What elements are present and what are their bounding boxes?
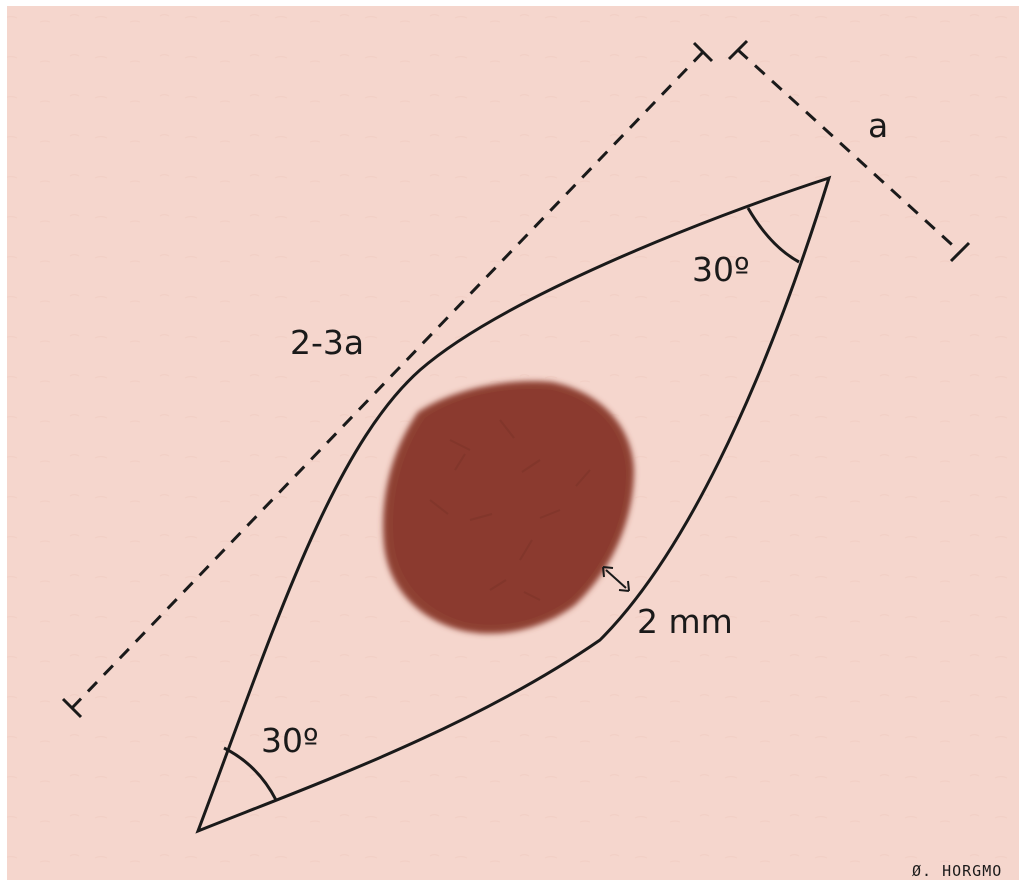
angle-label-top: 30º [692,250,750,289]
lesion [383,381,634,634]
width-label: a [868,106,888,145]
length-label: 2-3a [290,323,364,362]
margin-label: 2 mm [637,602,733,641]
lesion-core [393,389,626,625]
length-dimension [61,41,714,719]
margin-arrow [602,566,630,592]
artist-signature: Ø. HORGMO [912,862,1002,880]
angle-label-bottom: 30º [261,721,319,760]
angle-arc-bottom [223,746,278,801]
angle-arc-top [746,207,800,264]
excision-outline [195,175,832,834]
width-dimension [727,39,971,263]
